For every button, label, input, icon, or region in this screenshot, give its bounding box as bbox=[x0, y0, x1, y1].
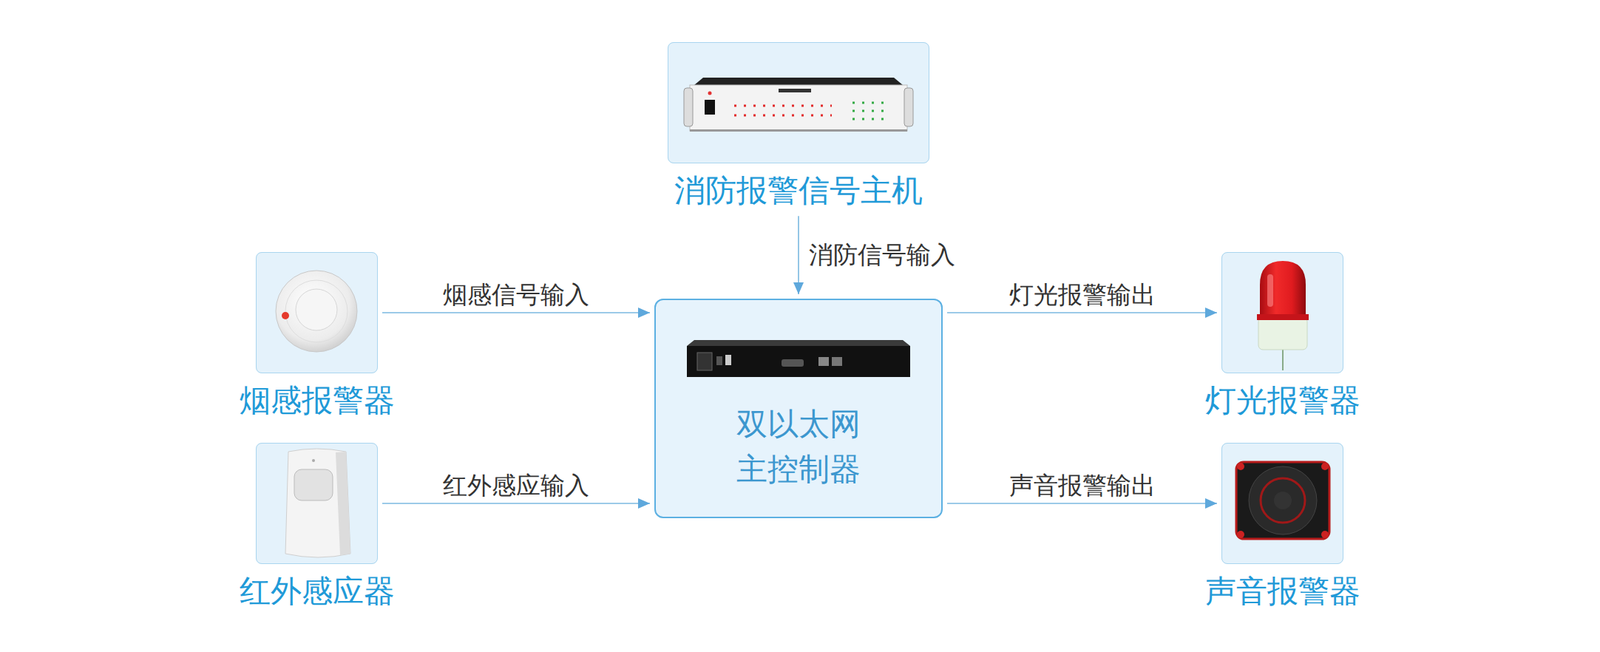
beacon-picture-part bbox=[1256, 314, 1309, 321]
beacon-picture-part bbox=[1259, 260, 1306, 319]
node-label: 灯光报警器 bbox=[1205, 382, 1361, 419]
smoke-detector-picture-part bbox=[255, 252, 378, 374]
speaker-picture bbox=[1221, 442, 1344, 565]
edge-label: 声音报警输出 bbox=[1006, 470, 1159, 501]
controller-picture bbox=[654, 298, 943, 519]
speaker-picture-part bbox=[1236, 462, 1330, 540]
alarm-host-picture-part bbox=[708, 91, 713, 96]
beacon-picture bbox=[1221, 252, 1344, 374]
speaker-picture-part bbox=[1321, 530, 1329, 539]
infrared-sensor-picture-part bbox=[312, 459, 315, 463]
device-box: 声音报警器 bbox=[1221, 442, 1344, 565]
edge-label: 烟感信号输入 bbox=[439, 280, 593, 310]
speaker-picture-part bbox=[1236, 530, 1245, 539]
beacon-picture-part bbox=[1258, 317, 1308, 350]
edge-label: 灯光报警输出 bbox=[1006, 280, 1159, 310]
edge-label: 消防信号输入 bbox=[805, 240, 959, 270]
beacon-picture-part bbox=[1221, 252, 1344, 374]
node-label: 双以太网 主控制器 bbox=[726, 402, 870, 493]
alarm-host-picture-part bbox=[852, 102, 886, 105]
infrared-sensor-picture-part bbox=[255, 442, 378, 565]
node-label: 红外感应器 bbox=[239, 573, 395, 610]
speaker-picture-part bbox=[1260, 478, 1305, 523]
node-label: 声音报警器 bbox=[1205, 573, 1361, 610]
alarm-host-picture-part bbox=[694, 77, 903, 86]
signal-arrow bbox=[947, 502, 1218, 505]
smoke-detector-picture-part bbox=[295, 289, 338, 331]
beacon-picture-part bbox=[1267, 274, 1274, 307]
controller-picture-part bbox=[831, 357, 843, 366]
infrared-sensor-picture bbox=[255, 442, 378, 565]
infrared-sensor-picture-part bbox=[294, 469, 333, 501]
alarm-host-picture-part bbox=[852, 118, 886, 121]
controller-picture-part bbox=[725, 354, 732, 366]
edge-label: 红外感应输入 bbox=[439, 470, 593, 501]
smoke-detector-picture-part bbox=[281, 312, 290, 320]
speaker-picture-part bbox=[1273, 491, 1292, 510]
speaker-picture-part bbox=[1248, 466, 1317, 535]
signal-arrow bbox=[382, 312, 650, 314]
alarm-host-picture-part bbox=[852, 110, 886, 113]
alarm-host-picture-part bbox=[667, 42, 930, 164]
alarm-host-picture bbox=[667, 42, 930, 164]
node-label: 消防报警信号主机 bbox=[674, 173, 923, 209]
controller-box: 双以太网 主控制器 bbox=[654, 298, 943, 519]
alarm-host-picture-part bbox=[734, 114, 832, 117]
beacon-picture-part bbox=[1282, 348, 1284, 371]
signal-arrow bbox=[382, 502, 650, 505]
controller-picture-part bbox=[686, 346, 911, 378]
controller-picture-part bbox=[697, 352, 713, 371]
controller-picture-part bbox=[686, 340, 911, 347]
signal-arrow bbox=[797, 215, 800, 295]
controller-picture-part bbox=[781, 359, 804, 367]
alarm-host-picture-part bbox=[689, 129, 908, 132]
device-box: 消防报警信号主机 bbox=[667, 42, 930, 164]
alarm-host-picture-part bbox=[704, 99, 715, 115]
alarm-host-picture-part bbox=[778, 88, 812, 93]
signal-arrow bbox=[947, 312, 1218, 314]
node-label: 烟感报警器 bbox=[239, 382, 395, 419]
alarm-host-picture-part bbox=[689, 85, 908, 131]
infrared-sensor-picture-part bbox=[285, 448, 351, 558]
controller-picture-part bbox=[818, 357, 829, 366]
alarm-host-picture-part bbox=[904, 87, 914, 127]
speaker-picture-part bbox=[1236, 462, 1245, 471]
device-box: 红外感应器 bbox=[255, 442, 378, 565]
alarm-host-picture-part bbox=[683, 87, 693, 127]
smoke-detector-picture-part bbox=[275, 270, 358, 352]
infrared-sensor-picture-part bbox=[335, 451, 351, 556]
smoke-detector-picture-part bbox=[285, 280, 348, 343]
device-box: 灯光报警器 bbox=[1221, 252, 1344, 374]
controller-picture-part bbox=[654, 298, 943, 519]
controller-picture-part bbox=[716, 356, 723, 366]
speaker-picture-part bbox=[1321, 462, 1329, 471]
alarm-host-picture-part bbox=[734, 104, 832, 108]
smoke-detector-picture bbox=[255, 252, 378, 374]
speaker-picture-part bbox=[1221, 442, 1344, 565]
device-box: 烟感报警器 bbox=[255, 252, 378, 374]
